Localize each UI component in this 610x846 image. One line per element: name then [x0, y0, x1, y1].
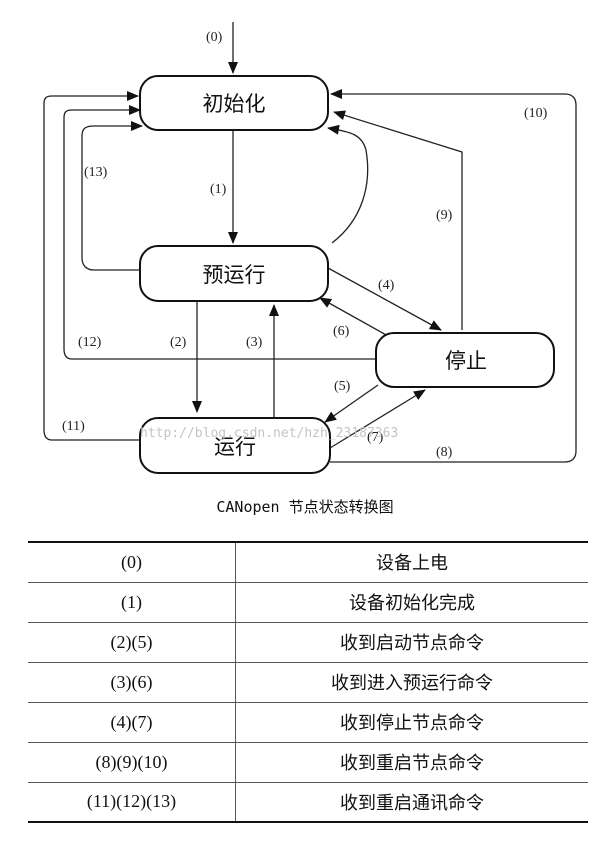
transition-code: (4)(7)	[28, 701, 236, 743]
transition-code: (8)(9)(10)	[28, 741, 236, 783]
watermark: http://blog.csdn.net/hzh_23187363	[140, 426, 398, 441]
edge-6	[319, 297, 389, 337]
table-row: (3)(6) 收到进入预运行命令	[28, 661, 588, 703]
edge-preop-reset	[327, 124, 369, 244]
edge-11	[43, 91, 140, 441]
state-preop-box	[139, 245, 329, 302]
table-row: (4)(7) 收到停止节点命令	[28, 701, 588, 743]
edge-5	[324, 384, 379, 423]
edge-label-2: (2)	[170, 335, 187, 350]
diagram-caption: CANopen 节点状态转换图	[216, 498, 394, 516]
transition-description: 收到启动节点命令	[235, 621, 588, 663]
transition-description: 收到停止节点命令	[235, 701, 588, 743]
edge-label-11: (11)	[62, 419, 85, 434]
state-init-box	[139, 75, 329, 131]
edge-label-7: (7)	[367, 430, 384, 445]
transition-legend-table: (0) 设备上电 (1) 设备初始化完成 (2)(5) 收到启动节点命令 (3)…	[28, 541, 588, 823]
edge-label-0: (0)	[206, 30, 223, 45]
state-stopped-label: 停止	[445, 349, 487, 373]
edge-label-1: (1)	[210, 182, 227, 197]
edge-4	[327, 267, 442, 331]
state-running-box	[139, 417, 331, 474]
edge-label-6: (6)	[333, 324, 350, 339]
edge-8-10	[330, 89, 577, 463]
table-row: (1) 设备初始化完成	[28, 581, 588, 623]
edge-label-10: (10)	[524, 106, 548, 121]
transition-description: 收到重启通讯命令	[235, 781, 588, 823]
transition-description: 设备初始化完成	[235, 581, 588, 623]
edge-13	[81, 121, 143, 271]
state-init-label: 初始化	[203, 92, 266, 116]
edge-label-3: (3)	[246, 335, 263, 350]
state-running-label: 运行	[214, 435, 256, 459]
edge-7	[329, 389, 426, 449]
edge-label-12: (12)	[78, 335, 102, 350]
edge-9	[333, 110, 463, 330]
table-row: (2)(5) 收到启动节点命令	[28, 621, 588, 663]
state-diagram: 初始化 预运行 停止 运行 (0) (1) (2) (3) (4) (5) (6…	[43, 22, 577, 474]
transition-description: 收到进入预运行命令	[235, 661, 588, 703]
edge-label-4: (4)	[378, 278, 395, 293]
transition-code: (11)(12)(13)	[28, 781, 236, 823]
state-preop-label: 预运行	[203, 263, 266, 287]
transition-code: (3)(6)	[28, 661, 236, 703]
edge-label-9: (9)	[436, 208, 453, 223]
edge-label-13: (13)	[84, 165, 108, 180]
table-row: (8)(9)(10) 收到重启节点命令	[28, 741, 588, 783]
table-row: (11)(12)(13) 收到重启通讯命令	[28, 781, 588, 823]
edge-12	[63, 105, 376, 360]
state-stopped-box	[375, 332, 555, 388]
transition-description: 收到重启节点命令	[235, 741, 588, 783]
transition-code: (2)(5)	[28, 621, 236, 663]
transition-code: (1)	[28, 581, 236, 623]
edge-label-5: (5)	[334, 379, 351, 394]
transition-description: 设备上电	[235, 541, 588, 583]
edge-label-8: (8)	[436, 445, 453, 460]
table-row: (0) 设备上电	[28, 541, 588, 583]
transition-code: (0)	[28, 541, 236, 583]
